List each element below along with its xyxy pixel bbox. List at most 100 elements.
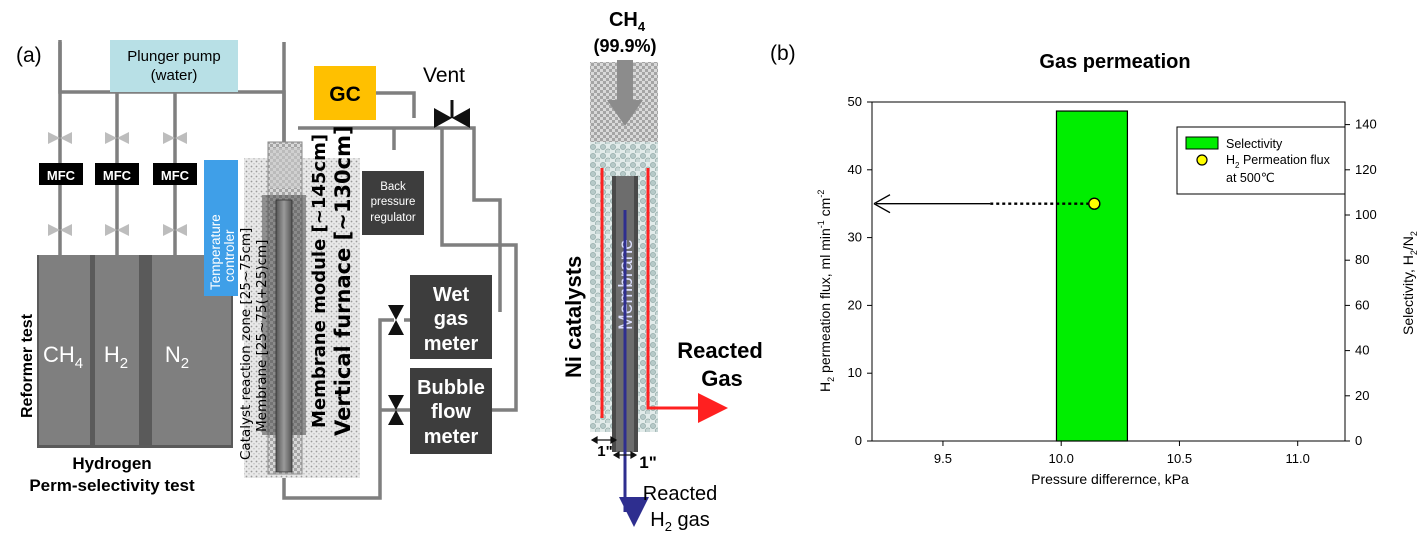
y-left-axis-title: H2 permeation flux, ml min-1 cm-2 bbox=[816, 190, 836, 392]
y-right-tick-label: 120 bbox=[1355, 162, 1377, 177]
feed-arrow-icon bbox=[607, 60, 643, 126]
plunger-pump bbox=[110, 40, 238, 92]
bpr-label-3: regulator bbox=[370, 212, 416, 224]
wet-gas-meter-label-1: Wet bbox=[433, 284, 470, 306]
bubble-flow-meter-label-2: flow bbox=[431, 401, 471, 423]
selectivity-bar bbox=[1055, 110, 1129, 442]
valve-icon bbox=[388, 305, 404, 335]
x-tick-label: 10.0 bbox=[1049, 451, 1074, 466]
panel-b-label: (b) bbox=[770, 42, 796, 65]
cylinder-ch4 bbox=[39, 255, 90, 445]
plot-frame bbox=[871, 101, 1346, 442]
y-right-tick-label: 60 bbox=[1355, 297, 1369, 312]
bubble-flow-meter bbox=[410, 368, 492, 454]
upper-valves bbox=[48, 132, 187, 144]
reformer-test-label: Reformer test bbox=[19, 313, 36, 418]
y-left-tick-label: 20 bbox=[848, 297, 862, 312]
outer-dim-label: 1" bbox=[597, 443, 612, 460]
temperature-controller-label: Temperature bbox=[208, 214, 223, 290]
panel-a-label: (a) bbox=[16, 44, 42, 67]
y-left-tick-label: 50 bbox=[848, 94, 862, 109]
membrane-length-label: Membrane [25~75(+25)cm] bbox=[254, 240, 270, 432]
bubble-flow-meter-label-3: meter bbox=[424, 426, 479, 448]
gas-cylinders: CH4 H2 N2 bbox=[37, 255, 233, 448]
mfc-box bbox=[39, 163, 83, 185]
temperature-controller-sublabel: controler bbox=[222, 229, 237, 282]
inner-dim-label: 1" bbox=[639, 453, 657, 472]
wet-gas-meter-label-3: meter bbox=[424, 333, 479, 355]
legend-point-label-2: at 500℃ bbox=[1226, 171, 1275, 185]
y-left-tick-label: 0 bbox=[855, 433, 862, 448]
temperature-controller bbox=[204, 160, 238, 296]
back-pressure-regulator bbox=[362, 171, 424, 235]
chart-legend: Selectivity H2 Permeation flux at 500℃ bbox=[1176, 126, 1346, 195]
hydrogen-test-sublabel: Perm-selectivity test bbox=[29, 476, 195, 495]
lower-valves bbox=[48, 224, 187, 236]
ch4-purity-label: (99.9%) bbox=[593, 36, 656, 56]
membrane-tube bbox=[275, 199, 293, 473]
y-right-tick-label: 0 bbox=[1355, 433, 1362, 448]
x-axis-title: Pressure differernce, kPa bbox=[1031, 471, 1189, 487]
plunger-pump-label: Plunger pump bbox=[127, 48, 220, 65]
bubble-flow-meter-label-1: Bubble bbox=[417, 377, 485, 399]
wet-gas-meter bbox=[410, 275, 492, 359]
gc-box bbox=[314, 66, 376, 120]
chart-title: Gas permeation bbox=[1039, 51, 1190, 73]
reacted-gas-label-1: Reacted bbox=[677, 338, 763, 363]
bpr-label-2: pressure bbox=[371, 196, 416, 208]
legend-point-label: H2 Permeation flux bbox=[1226, 153, 1331, 170]
y-right-tick-label: 20 bbox=[1355, 388, 1369, 403]
y-right-tick-label: 80 bbox=[1355, 252, 1369, 267]
gc-label: GC bbox=[329, 83, 361, 106]
vent-valve-icon bbox=[434, 100, 470, 128]
bpr-label-1: Back bbox=[380, 181, 406, 193]
reacted-h2-label-2: H2 gas bbox=[650, 509, 710, 534]
mfc-box bbox=[153, 163, 197, 185]
legend-point-swatch bbox=[1196, 154, 1208, 166]
meter-valves bbox=[388, 305, 404, 425]
legend-bar-swatch bbox=[1185, 136, 1219, 150]
y-left-tick-label: 10 bbox=[848, 365, 862, 380]
plunger-pump-sublabel: (water) bbox=[151, 67, 198, 84]
valve-icon bbox=[105, 224, 129, 236]
mfc-label: MFC bbox=[103, 168, 132, 183]
legend-bar-label: Selectivity bbox=[1226, 137, 1283, 151]
y-left-tick-label: 30 bbox=[848, 230, 862, 245]
valve-icon bbox=[105, 132, 129, 144]
y-left-tick-label: 40 bbox=[848, 162, 862, 177]
y-right-tick-label: 40 bbox=[1355, 343, 1369, 358]
y-right-tick-label: 100 bbox=[1355, 207, 1377, 222]
cylinder-n2-label: N2 bbox=[165, 342, 189, 372]
vertical-furnace-label: Vertical furnace [~130cm] bbox=[331, 125, 355, 436]
reacted-h2-label-1: Reacted bbox=[643, 483, 718, 505]
ch4-feed-label: CH4 bbox=[609, 9, 646, 34]
gas-lines bbox=[58, 40, 518, 500]
ni-catalysts-label: Ni catalysts bbox=[561, 256, 586, 378]
mfc-label: MFC bbox=[47, 168, 76, 183]
wet-gas-meter-label-2: gas bbox=[434, 308, 468, 330]
x-tick-label: 11.0 bbox=[1286, 451, 1310, 466]
cylinder-h2-label: H2 bbox=[104, 342, 128, 372]
x-tick-label: 9.5 bbox=[934, 451, 952, 466]
valve-icon bbox=[48, 224, 72, 236]
x-tick-label: 10.5 bbox=[1167, 451, 1192, 466]
reacted-gas-arrow bbox=[600, 168, 722, 418]
valve-icon bbox=[163, 132, 187, 144]
mfc-group: MFC MFC MFC bbox=[39, 163, 197, 185]
catalyst-zone-label: Catalyst reaction zone [25~75cm] bbox=[238, 228, 254, 460]
hydrogen-test-label: Hydrogen bbox=[72, 454, 151, 473]
y-right-tick-label: 140 bbox=[1355, 117, 1377, 132]
valve-icon bbox=[48, 132, 72, 144]
valve-icon bbox=[163, 224, 187, 236]
membrane-module-label: Membrane module [~145cm] bbox=[309, 134, 330, 428]
valve-icon bbox=[388, 395, 404, 425]
flux-point bbox=[1088, 197, 1101, 210]
permeation-chart: 9.5 10.0 10.5 11.0 0 10 20 30 40 50 0 20 40 60 80 100 12… bbox=[848, 94, 1377, 466]
reacted-gas-label-2: Gas bbox=[701, 366, 743, 391]
cylinder-h2 bbox=[95, 255, 139, 445]
vent-label: Vent bbox=[423, 64, 465, 87]
y-right-axis-title: Selectivity, H2/N2 bbox=[1400, 231, 1419, 335]
cylinder-ch4-label: CH4 bbox=[43, 342, 83, 372]
flux-axis-arrowhead-icon bbox=[873, 194, 891, 214]
